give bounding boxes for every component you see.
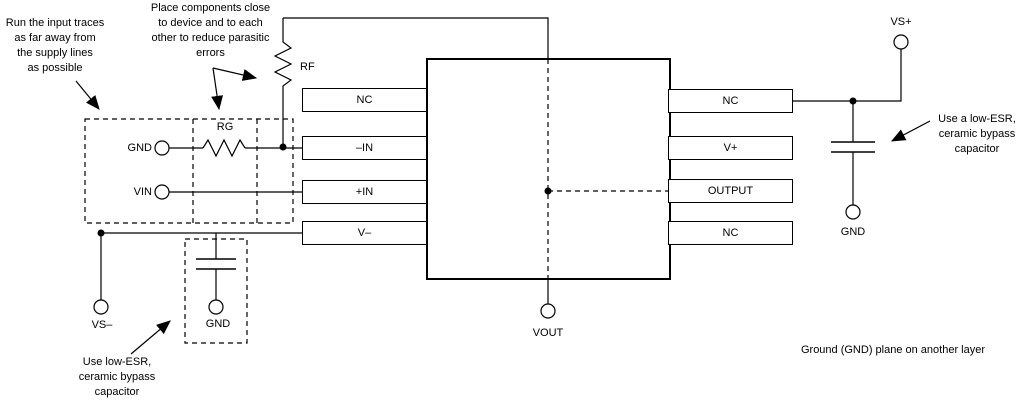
note-bypass-right: Use a low-ESR, ceramic bypass capacitor — [938, 113, 1016, 155]
vs-plus-label: VS+ — [890, 16, 912, 28]
pin-left-nc: NC — [302, 88, 427, 112]
vs-minus-label: VS– — [91, 319, 113, 331]
pin-right-output: OUTPUT — [668, 179, 793, 203]
vs-minus-terminal — [93, 299, 109, 315]
terminal-circles — [93, 34, 909, 319]
feedback-wire — [283, 17, 549, 59]
gnd-input-terminal — [154, 140, 170, 156]
bypass-capacitor-left — [196, 233, 236, 300]
pin-right-nc-bottom: NC — [668, 221, 793, 245]
rf-label: RF — [300, 61, 315, 73]
vout-label: VOUT — [532, 327, 564, 339]
arrow-to-rf — [212, 67, 258, 81]
vin-label: VIN — [133, 186, 152, 198]
pin-right-nc-top: NC — [668, 89, 793, 113]
arrow-to-left-cap — [130, 320, 171, 355]
note-input-traces: Run the input traces as far away from th… — [5, 17, 105, 74]
arrow-to-rg — [211, 67, 224, 111]
arrow-to-right-cap — [890, 120, 931, 142]
vout-terminal — [540, 303, 556, 319]
gnd-bottom-terminal — [208, 299, 224, 315]
gnd-bottom-label: GND — [205, 318, 231, 330]
rg-label: RG — [216, 121, 234, 133]
note-ground-plane: Ground (GND) plane on another layer — [800, 344, 986, 356]
input-dashed-box — [84, 118, 294, 224]
resistor-rg — [202, 138, 246, 158]
gnd-right-label: GND — [840, 226, 866, 238]
pin-left-v-neg: V– — [302, 221, 427, 245]
pin-left-in-neg: –IN — [302, 136, 427, 160]
junction-dots — [97, 97, 857, 237]
vs-plus-terminal — [893, 34, 909, 50]
bypass-capacitor-right — [831, 101, 875, 205]
gnd-input-label: GND — [127, 142, 152, 154]
gnd-right-terminal — [845, 204, 861, 220]
vin-terminal — [154, 184, 170, 200]
note-bypass-left: Use low-ESR, ceramic bypass capacitor — [78, 356, 156, 398]
vs-plus-wire — [793, 49, 902, 102]
pin-right-v-pos: V+ — [668, 136, 793, 160]
annotation-arrows — [75, 67, 931, 355]
pin-left-in-pos: +IN — [302, 180, 427, 204]
ic-internal-dashed-lines — [547, 59, 669, 279]
resistor-rf — [273, 18, 293, 147]
note-place-components: Place components close to device and to … — [150, 2, 271, 59]
arrow-input-traces — [75, 80, 100, 110]
